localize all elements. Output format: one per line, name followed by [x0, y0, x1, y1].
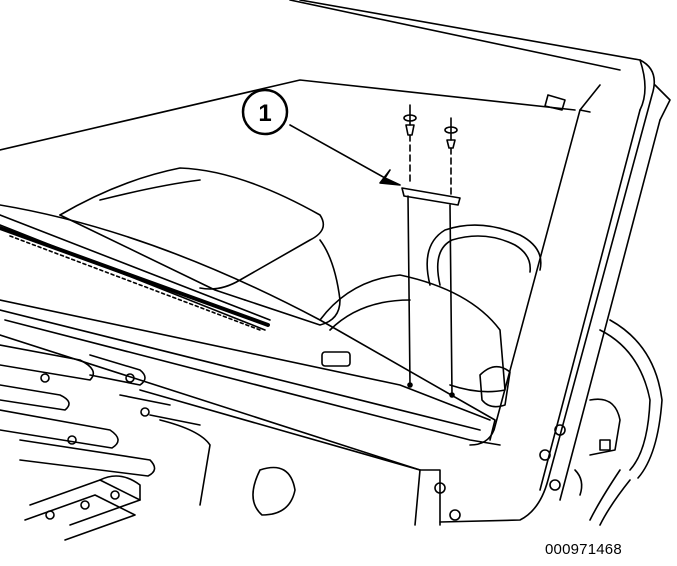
hood-hinge [24, 475, 141, 541]
cowl-panel [0, 204, 501, 471]
retainer-bracket [401, 187, 461, 398]
mirror-housing [319, 274, 511, 408]
wiring-harness [426, 224, 663, 526]
callout-1: 1 [241, 88, 289, 136]
figure-reference-number: 000971468 [545, 541, 622, 558]
instrument-hood [59, 167, 341, 326]
windshield-frame [0, 0, 671, 523]
push-pin-clips [403, 104, 458, 196]
lower-body-panel [0, 344, 566, 526]
callout-leader-arrow [289, 124, 401, 186]
callout-number: 1 [258, 100, 271, 127]
